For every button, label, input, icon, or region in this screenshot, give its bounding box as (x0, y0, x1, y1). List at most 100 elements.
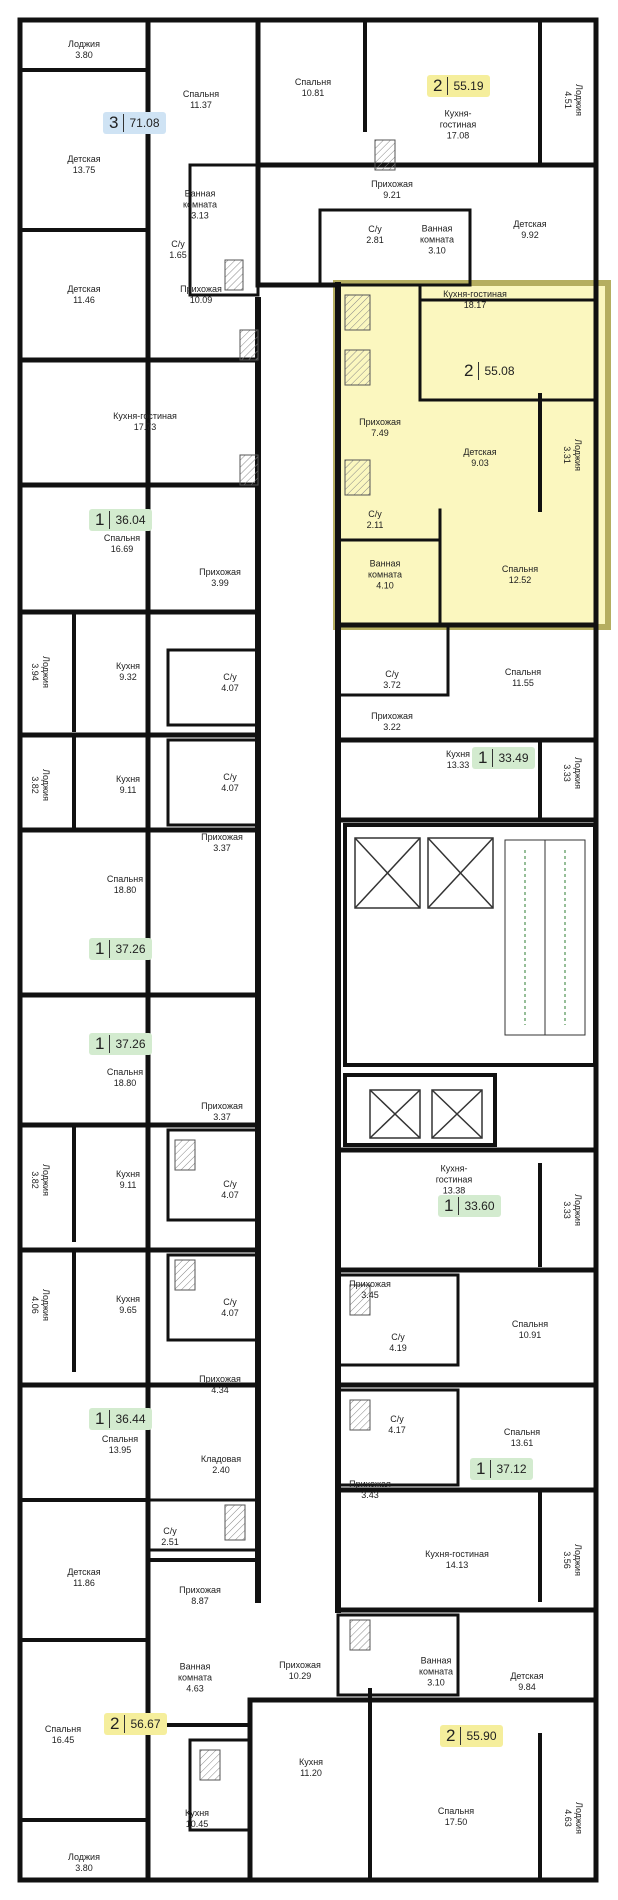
room-name: Спальня (106, 1067, 144, 1077)
room-area: 4.07 (221, 683, 239, 693)
badge-rooms: 3 (109, 114, 125, 132)
room-area: 17.08 (446, 130, 470, 141)
room-area: 12.52 (508, 575, 532, 585)
room-name: Кухня (115, 1294, 141, 1304)
room-area: 17.73 (133, 422, 157, 432)
badge-area: 33.60 (464, 1199, 495, 1213)
room-name: Спальня (103, 533, 141, 543)
room-area: 11.86 (73, 1578, 95, 1588)
room-name: Лоджия (573, 757, 583, 789)
badge-area: 55.90 (466, 1729, 497, 1743)
badge-rooms: 1 (95, 940, 111, 958)
room-area: 4.51 (563, 91, 573, 109)
room-name: С/у (223, 672, 237, 682)
room-area: 10.91 (518, 1330, 542, 1340)
room-area: 3.80 (75, 1863, 93, 1873)
room-name: Прихожая (201, 1101, 243, 1111)
room-name: Лоджия (573, 1544, 583, 1576)
room-name: Лоджия (573, 439, 583, 471)
room-name: Спальня (437, 1806, 475, 1816)
room-area: 4.06 (30, 1296, 40, 1314)
room-area: 3.82 (30, 1171, 40, 1189)
room-area: 3.72 (383, 680, 401, 690)
room-name: С/у (163, 1526, 177, 1536)
badge-area: 71.08 (129, 116, 160, 130)
room-name: Кухня (298, 1757, 324, 1767)
room-name: С/у (368, 509, 382, 519)
room-name: Спальня (501, 564, 539, 574)
room-name: Прихожая (180, 284, 222, 294)
room-area: 1.65 (169, 250, 187, 260)
room-area: 3.33 (562, 764, 572, 782)
room-name: Прихожая (279, 1660, 321, 1670)
room-name: С/у (171, 239, 185, 249)
room-name: Кухня-гостиная (435, 1163, 473, 1185)
badge-area: 56.67 (130, 1717, 161, 1731)
room-area: 11.37 (190, 100, 212, 110)
badge-rooms: 2 (110, 1715, 126, 1733)
room-name: Лоджия (68, 1852, 100, 1862)
badge-rooms: 2 (446, 1727, 462, 1745)
room-area: 2.51 (161, 1537, 179, 1547)
room-name: Спальня (44, 1724, 82, 1734)
badge-area: 36.04 (115, 513, 146, 527)
badge-rooms: 1 (95, 1035, 111, 1053)
room-area: 3.56 (562, 1551, 572, 1569)
room-area: 13.75 (72, 165, 96, 175)
room-area: 9.65 (119, 1305, 137, 1315)
room-area: 7.49 (371, 428, 389, 438)
room-name: Лоджия (41, 1164, 51, 1196)
room-name: Прихожая (199, 567, 241, 577)
room-name: Кухня-гостиная (425, 1549, 489, 1559)
room-name: Лоджия (574, 84, 584, 116)
room-area: 9.84 (518, 1682, 536, 1692)
room-area: 9.32 (119, 672, 137, 682)
room-name: Детская (67, 1567, 101, 1577)
room-area: 3.13 (191, 210, 209, 221)
room-area: 3.37 (213, 843, 231, 853)
room-name: С/у (390, 1414, 404, 1424)
room-area: 4.10 (376, 580, 394, 591)
room-area: 3.31 (562, 446, 572, 464)
badge-area: 55.19 (453, 79, 484, 93)
